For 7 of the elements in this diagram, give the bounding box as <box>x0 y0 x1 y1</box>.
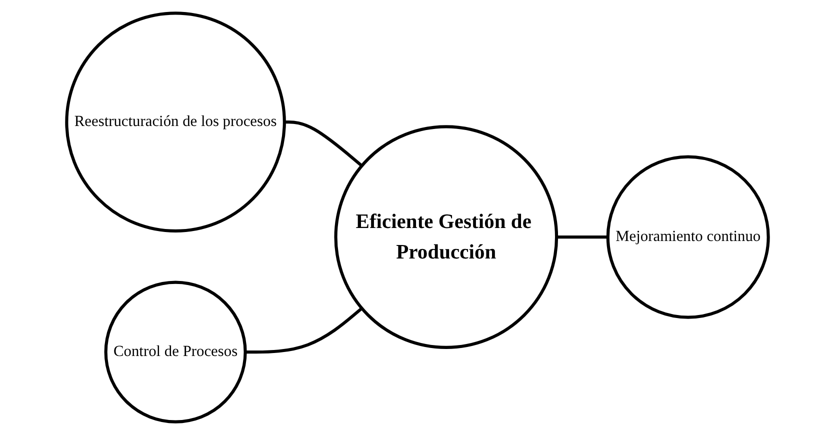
connector <box>556 236 608 239</box>
connector <box>245 307 363 354</box>
node-circle: Control de Procesos <box>104 280 247 424</box>
node-circle: Mejoramiento continuo <box>606 155 770 319</box>
node-circle: Reestructuración de los procesos <box>65 12 286 232</box>
connector <box>284 120 363 167</box>
node-circle: Eficiente Gestión de Producción <box>334 125 558 349</box>
